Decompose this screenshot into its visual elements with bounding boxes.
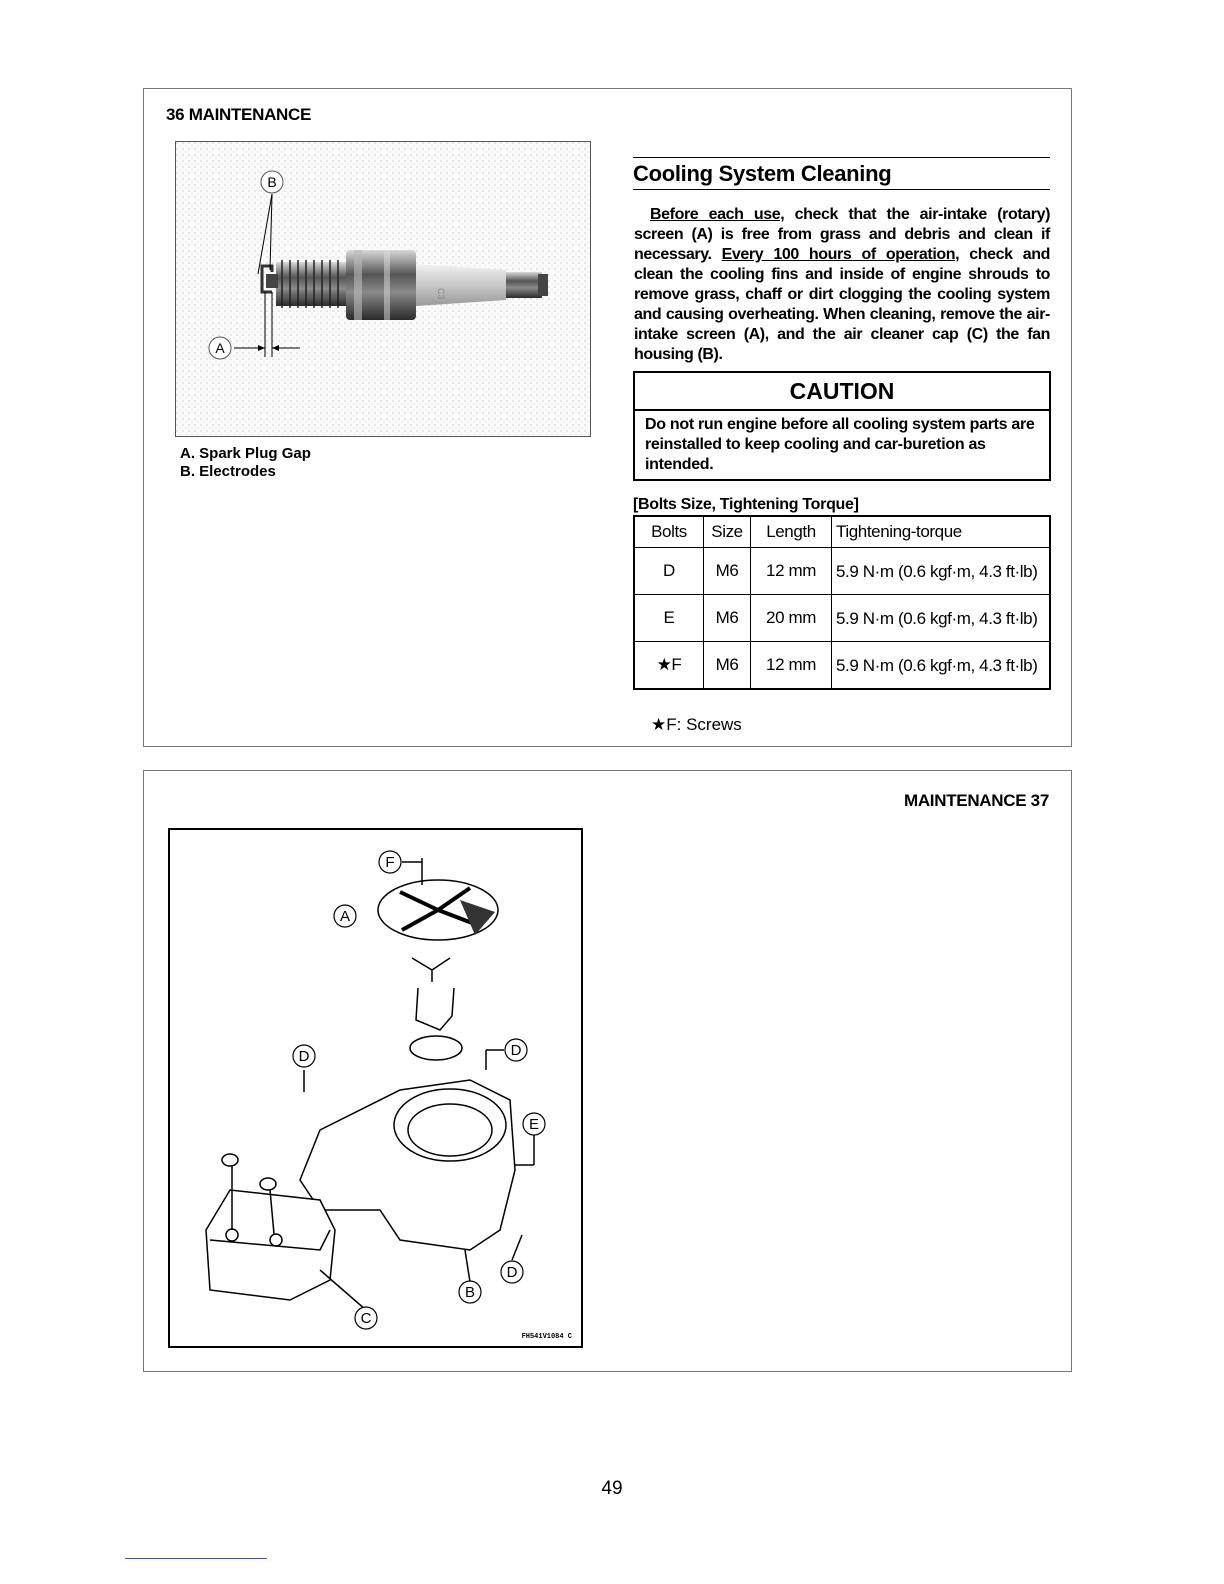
table-row: E M6 20 mm 5.9 N·m (0.6 kgf·m, 4.3 ft·lb… [633,594,1051,642]
figure-caption-b: B. Electrodes [180,463,276,480]
col-header-size: Size [703,515,751,548]
section-title: Cooling System Cleaning [633,161,892,186]
figure-label-d: D [507,1264,518,1281]
cell-bolt: E [633,594,704,642]
caution-text: Do not run engine before all cooling sys… [645,416,1035,473]
spark-plug-figure: C3 B A [175,141,591,437]
caution-box: CAUTION Do not run engine before all coo… [633,371,1051,481]
torque-table: Bolts Size Length Tightening-torque D M6… [633,515,1051,690]
spark-plug-illustration: C3 B A [176,142,590,436]
page-37: MAINTENANCE 37 [143,770,1072,1372]
col-header-torque: Tightening-torque [831,515,1051,548]
section-rule-bottom [633,189,1050,190]
figure-code: FH541V1084 C [522,1333,572,1341]
figure-label-b: B [465,1284,475,1301]
paragraph-text-2: check and clean the cooling fins and ins… [634,246,1050,363]
cooling-system-exploded-figure: F A D D E D B C FH541V1084 C [168,828,583,1348]
table-row: D M6 12 mm 5.9 N·m (0.6 kgf·m, 4.3 ft·lb… [633,547,1051,595]
paragraph-underline-2: Every 100 hours of operation, [721,246,960,263]
col-header-bolts: Bolts [633,515,704,548]
cell-torque: 5.9 N·m (0.6 kgf·m, 4.3 ft·lb) [831,547,1051,595]
page-36: 36 MAINTENANCE [143,88,1072,747]
figure-label-d: D [299,1048,310,1065]
page-number: 49 [601,1478,623,1499]
page-header: 36 MAINTENANCE [166,105,312,124]
figure-label-a: A [340,908,350,925]
figure-label-c: C [361,1310,372,1327]
table-header-row: Bolts Size Length Tightening-torque [633,515,1051,548]
caution-title: CAUTION [635,373,1049,411]
footer-link-rule [125,1558,267,1559]
cell-size: M6 [703,641,751,690]
figure-label-d: D [511,1042,522,1059]
cell-size: M6 [703,547,751,595]
cell-bolt: ★F [633,641,704,690]
figure-label-a: A [215,340,225,356]
col-header-length: Length [750,515,832,548]
cell-torque: 5.9 N·m (0.6 kgf·m, 4.3 ft·lb) [831,594,1051,642]
page-header: MAINTENANCE 37 [903,791,1049,810]
figure-label-b: B [267,174,276,190]
paragraph-underline-1: Before each use, [650,206,785,223]
cell-torque: 5.9 N·m (0.6 kgf·m, 4.3 ft·lb) [831,641,1051,690]
figure-caption-a: A. Spark Plug Gap [180,445,311,462]
section-rule-top [633,157,1050,158]
cell-bolt: D [633,547,704,595]
table-title: [Bolts Size, Tightening Torque] [633,496,859,513]
cell-size: M6 [703,594,751,642]
svg-text:C3: C3 [436,288,446,300]
cell-length: 12 mm [750,547,832,595]
cooling-system-illustration: F A D D E D B C FH541V1084 C [205,850,572,1341]
paragraph-text-1: check that the air-intake (rotary) scree… [634,206,1051,263]
figure-label-f: F [385,854,394,871]
table-footnote: ★F: Screws [651,715,742,734]
table-row: ★F M6 12 mm 5.9 N·m (0.6 kgf·m, 4.3 ft·l… [633,641,1051,690]
cell-length: 20 mm [750,594,832,642]
figure-label-e: E [529,1116,539,1133]
section-paragraph: Before each use, check that the air-inta… [634,205,1050,365]
cell-length: 12 mm [750,641,832,690]
